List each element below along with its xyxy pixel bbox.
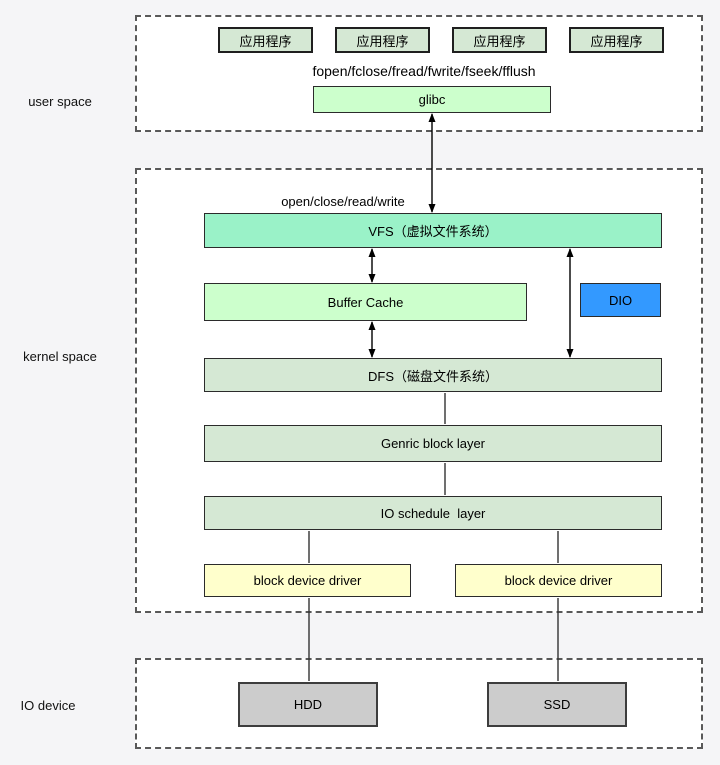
user-space-label: user space [28,94,92,109]
syscall-api-annotation: open/close/read/write [281,194,405,209]
kernel-space-label: kernel space [23,349,97,364]
buffer-cache-box: Buffer Cache [204,283,527,321]
application-box-3: 应用程序 [452,27,547,53]
dio-box: DIO [580,283,661,317]
application-box-4: 应用程序 [569,27,664,53]
dfs-box: DFS（磁盘文件系统） [204,358,662,392]
generic-block-layer-box: Genric block layer [204,425,662,462]
application-box-2: 应用程序 [335,27,430,53]
hdd-box: HDD [238,682,378,727]
io-schedule-layer-box: IO schedule layer [204,496,662,530]
vfs-box: VFS（虚拟文件系统） [204,213,662,248]
libc-api-annotation: fopen/fclose/fread/fwrite/fseek/fflush [312,63,536,79]
application-box-1: 应用程序 [218,27,313,53]
block-device-driver-right-box: block device driver [455,564,662,597]
ssd-box: SSD [487,682,627,727]
block-device-driver-left-box: block device driver [204,564,411,597]
glibc-box: glibc [313,86,551,113]
io-device-label: IO device [20,698,76,713]
